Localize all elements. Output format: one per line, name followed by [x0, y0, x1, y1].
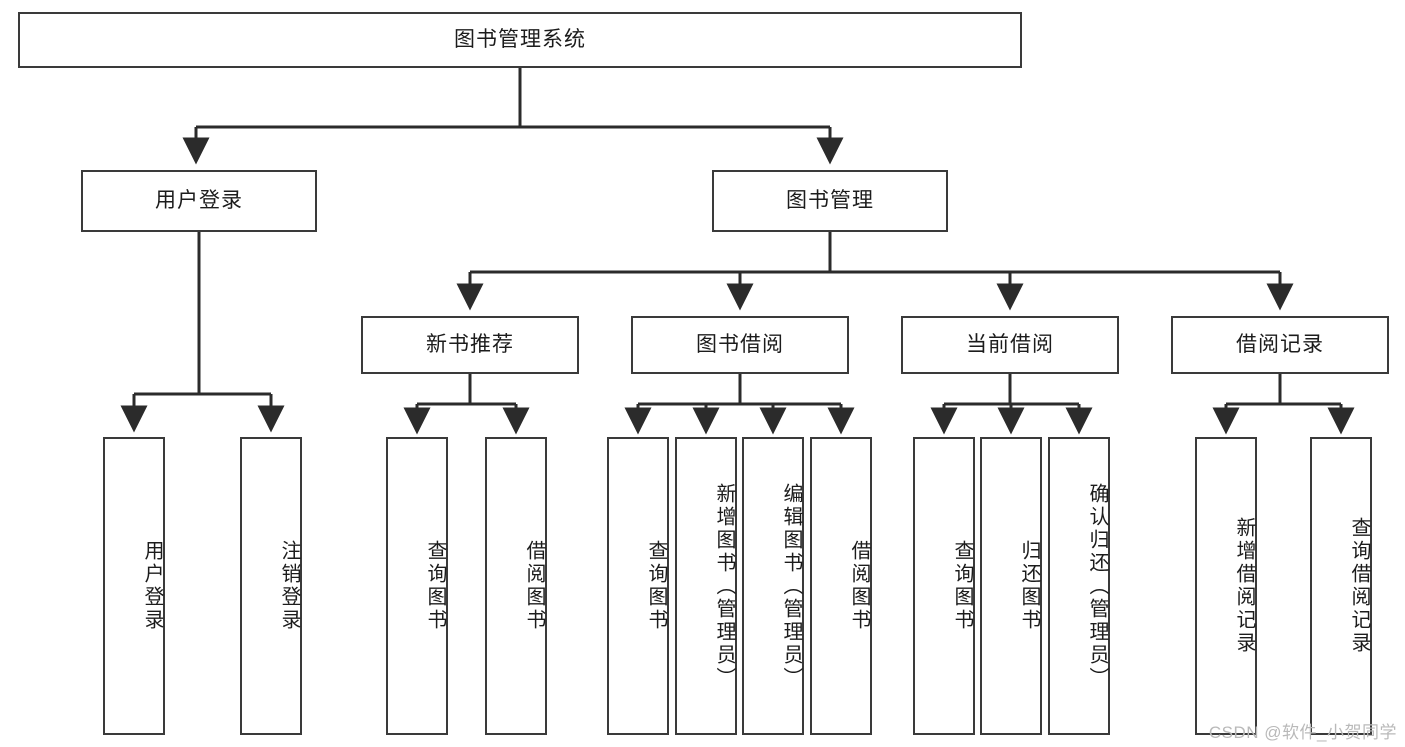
edges-borrow-record [1212, 374, 1355, 435]
leaf-query-book-recommend[interactable]: 查询图书 [386, 437, 448, 735]
leaf-return-book-label: 归还图书 [1018, 540, 1040, 632]
csdn-watermark: CSDN @软件_小贺同学 [1208, 723, 1397, 742]
leaf-edit-book-admin-label: 编辑图书（管理员） [780, 482, 802, 690]
node-book-borrow[interactable]: 图书借阅 [631, 316, 849, 374]
edges-root [182, 68, 844, 165]
leaf-logout-label: 注销登录 [278, 540, 300, 632]
node-current-borrow-label: 当前借阅 [966, 333, 1054, 357]
leaf-query-book-current[interactable]: 查询图书 [913, 437, 975, 735]
edges-current-borrow [930, 374, 1093, 435]
node-current-borrow[interactable]: 当前借阅 [901, 316, 1119, 374]
leaf-borrow-book-label: 借阅图书 [848, 540, 870, 632]
leaf-confirm-return-admin-label: 确认归还（管理员） [1086, 482, 1108, 690]
node-user-login-label: 用户登录 [155, 189, 243, 213]
node-new-book-recommend-label: 新书推荐 [426, 333, 514, 357]
leaf-add-book-admin-label: 新增图书（管理员） [713, 482, 735, 690]
leaf-add-borrow-record-label: 新增借阅记录 [1233, 517, 1255, 655]
leaf-query-book-borrow[interactable]: 查询图书 [607, 437, 669, 735]
leaf-query-borrow-record[interactable]: 查询借阅记录 [1310, 437, 1372, 735]
leaf-user-login[interactable]: 用户登录 [103, 437, 165, 735]
node-user-login[interactable]: 用户登录 [81, 170, 317, 232]
node-root-label: 图书管理系统 [454, 28, 586, 52]
leaf-query-book-borrow-label: 查询图书 [645, 540, 667, 632]
node-borrow-record[interactable]: 借阅记录 [1171, 316, 1389, 374]
leaf-borrow-book-recommend-label: 借阅图书 [523, 540, 545, 632]
leaf-user-login-label: 用户登录 [141, 540, 163, 632]
node-book-management[interactable]: 图书管理 [712, 170, 948, 232]
leaf-add-book-admin[interactable]: 新增图书（管理员） [675, 437, 737, 735]
leaf-query-book-recommend-label: 查询图书 [424, 540, 446, 632]
leaf-add-borrow-record[interactable]: 新增借阅记录 [1195, 437, 1257, 735]
leaf-borrow-book[interactable]: 借阅图书 [810, 437, 872, 735]
node-root[interactable]: 图书管理系统 [18, 12, 1022, 68]
edges-book-manage [456, 232, 1294, 311]
leaf-query-borrow-record-label: 查询借阅记录 [1348, 517, 1370, 655]
edges-user-login [120, 232, 285, 433]
node-book-management-label: 图书管理 [786, 189, 874, 213]
node-book-borrow-label: 图书借阅 [696, 333, 784, 357]
leaf-return-book[interactable]: 归还图书 [980, 437, 1042, 735]
node-borrow-record-label: 借阅记录 [1236, 333, 1324, 357]
edges-borrow-book [624, 374, 855, 435]
leaf-logout[interactable]: 注销登录 [240, 437, 302, 735]
edges-new-book [403, 374, 530, 435]
node-new-book-recommend[interactable]: 新书推荐 [361, 316, 579, 374]
leaf-query-book-current-label: 查询图书 [951, 540, 973, 632]
leaf-confirm-return-admin[interactable]: 确认归还（管理员） [1048, 437, 1110, 735]
leaf-borrow-book-recommend[interactable]: 借阅图书 [485, 437, 547, 735]
leaf-edit-book-admin[interactable]: 编辑图书（管理员） [742, 437, 804, 735]
